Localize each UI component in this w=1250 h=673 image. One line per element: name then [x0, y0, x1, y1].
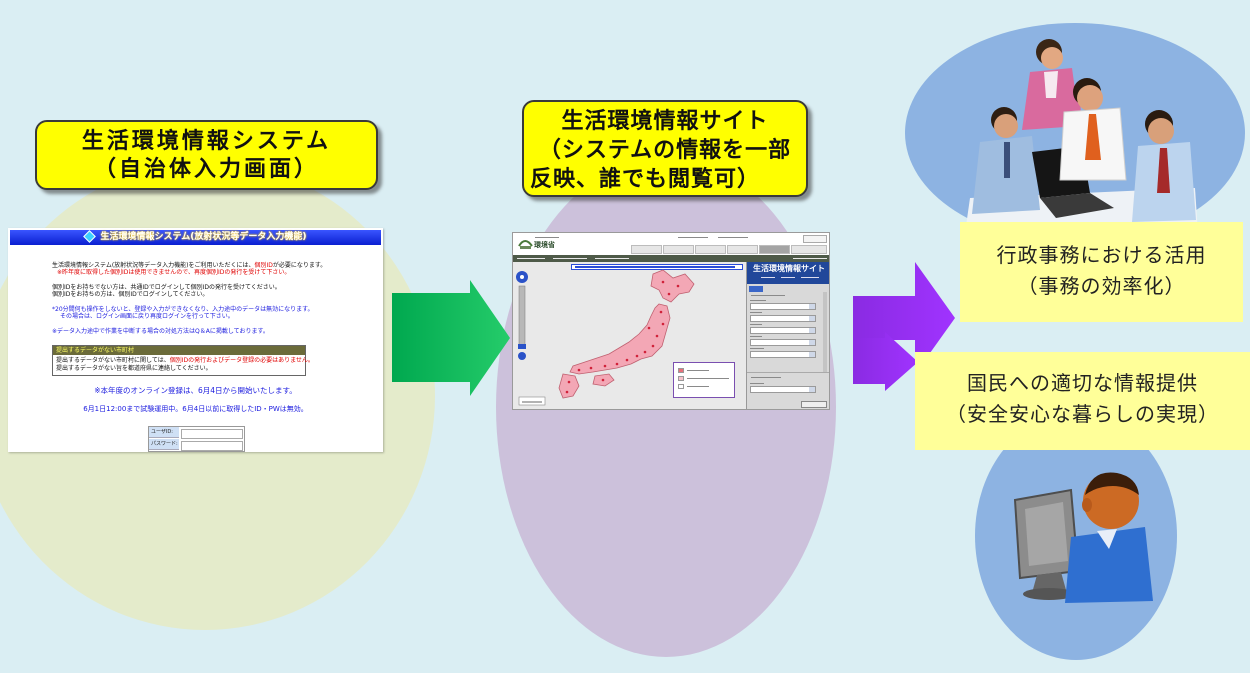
man-leaning-center — [1059, 78, 1127, 181]
legend-text — [687, 386, 709, 387]
site-tab — [663, 245, 694, 254]
select-box — [750, 315, 816, 322]
info-site-label: 生活環境情報サイト （システムの情報を一部 反映、誰でも閲覧可） — [522, 100, 808, 197]
input-screen-header: 生活環境情報システム(放射状況等データ入力機能) — [10, 230, 381, 245]
info-site-screenshot: 環境省 — [512, 232, 830, 410]
scale-bar — [518, 396, 546, 406]
legend-swatch — [678, 376, 684, 381]
arrow-to-site — [392, 280, 510, 396]
no-data-line-1-highlight: 個別IDの発行およびデータ登録の必要はありません。 — [169, 357, 314, 364]
input-system-title: 生活環境情報システム — [81, 129, 332, 154]
man-seated-right — [1132, 110, 1196, 222]
legend-swatch — [678, 368, 684, 373]
intro-text-highlight: 個別ID — [254, 262, 273, 269]
info-site-title: 生活環境情報サイト — [561, 109, 769, 134]
admin-use-box: 行政事務における活用 （事務の効率化） — [960, 222, 1243, 322]
citizen-info-box: 国民への適切な情報提供 （安全安心な暮らしの実現） — [915, 352, 1250, 450]
input-system-screenshot: 生活環境情報システム(放射状況等データ入力機能) 生活環境情報システム(放射状況… — [8, 228, 383, 452]
online-start-notice: ※本年度のオンライン登録は、6月4日から開始いたします。 — [94, 386, 297, 395]
trial-note: 6月1日12:00まで試験運用中。6月4日以前に取得したID・PWは無効。 — [83, 405, 308, 413]
map-area — [513, 262, 746, 409]
search-tab — [749, 286, 763, 292]
select-box — [750, 339, 816, 346]
diamond-icon — [82, 230, 96, 243]
select-box — [750, 351, 816, 358]
intro-text-before: 生活環境情報システム(放射状況等データ入力機能)をご利用いただくには、 — [52, 262, 255, 269]
legend-swatch — [678, 384, 684, 389]
display-button — [801, 401, 827, 408]
citizen-info-subtitle: （安全安心な暮らしの実現） — [946, 402, 1219, 426]
site-tab — [791, 245, 827, 254]
section-label — [751, 377, 781, 378]
admin-use-title: 行政事務における活用 — [996, 243, 1207, 267]
input-system-subtitle: （自治体入力画面） — [93, 157, 319, 182]
ministry-logo-icon — [518, 240, 533, 249]
site-tab — [695, 245, 726, 254]
woman-standing — [1022, 39, 1082, 148]
no-data-notice-line-2: 提出するデータがない旨を都道府県に連絡してください。 — [56, 365, 212, 372]
select-box — [750, 303, 816, 310]
search-panel-header: 生活環境情報サイト — [747, 262, 829, 284]
section-label — [751, 295, 785, 296]
info-site-subtitle-1: （システムの情報を一部 — [538, 138, 792, 163]
legend-text — [687, 370, 709, 371]
panel-scrollbar — [823, 292, 827, 372]
admin-use-subtitle: （事務の効率化） — [1017, 274, 1186, 298]
measurement-points — [565, 280, 680, 394]
hokkaido — [650, 269, 695, 303]
japan-map — [518, 269, 695, 406]
ministry-name: 環境省 — [534, 241, 555, 249]
legend-text — [687, 378, 729, 379]
select-box — [750, 327, 816, 334]
monitor-back — [1013, 488, 1080, 600]
login-form: ユーザID: パスワード: — [148, 426, 245, 452]
input-system-label: 生活環境情報システム （自治体入力画面） — [35, 120, 378, 190]
office-workers-photo — [965, 39, 1198, 233]
search-panel-title: 生活環境情報サイト — [753, 264, 825, 273]
map-legend — [673, 362, 735, 398]
header-link — [718, 237, 748, 238]
intro-text: 生活環境情報システム(放射状況等データ入力機能)をご利用いただくには、個別IDが… — [52, 262, 326, 269]
ministry-subtitle — [535, 237, 559, 238]
site-tab — [727, 245, 758, 254]
qa-note: ※データ入力途中で作業を中断する場合の対処方法はQ＆Aに掲載しております。 — [52, 328, 269, 335]
citizen-info-title: 国民への適切な情報提供 — [967, 371, 1198, 395]
no-data-notice-line-1: 提出するデータがない市町村に関しては、個別IDの発行およびデータ登録の必要はあり… — [56, 357, 314, 364]
kyushu — [558, 373, 580, 399]
select-box — [750, 386, 816, 393]
user-id-label: ユーザID: — [149, 427, 179, 438]
header-search-box — [803, 235, 827, 243]
arrow-to-admin — [853, 262, 955, 374]
panel-divider — [747, 372, 829, 373]
site-tab-active — [759, 245, 790, 254]
user-figure — [1065, 472, 1153, 603]
user-id-field — [181, 429, 243, 439]
info-site-subtitle-2: 反映、誰でも閲覧可） — [530, 167, 761, 192]
no-data-notice-title: 提出するデータがない市町村 — [53, 346, 305, 355]
no-id-note: 個別IDをお持ちでない方は、共通IDでログインして個別IDの発行を受けてください… — [52, 284, 281, 291]
has-id-note: 個別IDをお持ちの方は、個別IDでログインしてください。 — [52, 291, 209, 298]
site-nav-bar — [513, 255, 829, 262]
arrow-to-citizen — [853, 332, 918, 391]
intro-text-after: が必要になります。 — [272, 262, 327, 269]
last-year-notice: ※昨年度に取得した個別IDは使用できませんので、再度個別IDの発行を受けて下さい… — [57, 269, 291, 276]
header-link — [678, 237, 708, 238]
honshu — [569, 303, 671, 375]
no-data-notice-box: 提出するデータがない市町村 提出するデータがない市町村に関しては、個別IDの発行… — [52, 345, 314, 376]
user-at-computer-icon — [1013, 472, 1153, 603]
zoom-control-icon — [516, 271, 528, 360]
password-field — [181, 441, 243, 451]
input-screen-title: 生活環境情報システム(放射状況等データ入力機能) — [100, 232, 307, 242]
site-tab — [631, 245, 662, 254]
search-panel: 生活環境情報サイト — [746, 262, 829, 409]
timeout-note-1: *20分間何も操作をしないと、登録や入力ができなくなり、入力途中のデータは無効に… — [52, 306, 314, 313]
password-label: パスワード: — [149, 439, 179, 450]
man-seated-left — [972, 107, 1040, 214]
timeout-note-2: その場合は、ログイン画面に戻り再度ログインを行って下さい。 — [60, 313, 234, 320]
no-data-line-1-before: 提出するデータがない市町村に関しては、 — [56, 357, 170, 364]
map-title-bar — [571, 264, 743, 270]
